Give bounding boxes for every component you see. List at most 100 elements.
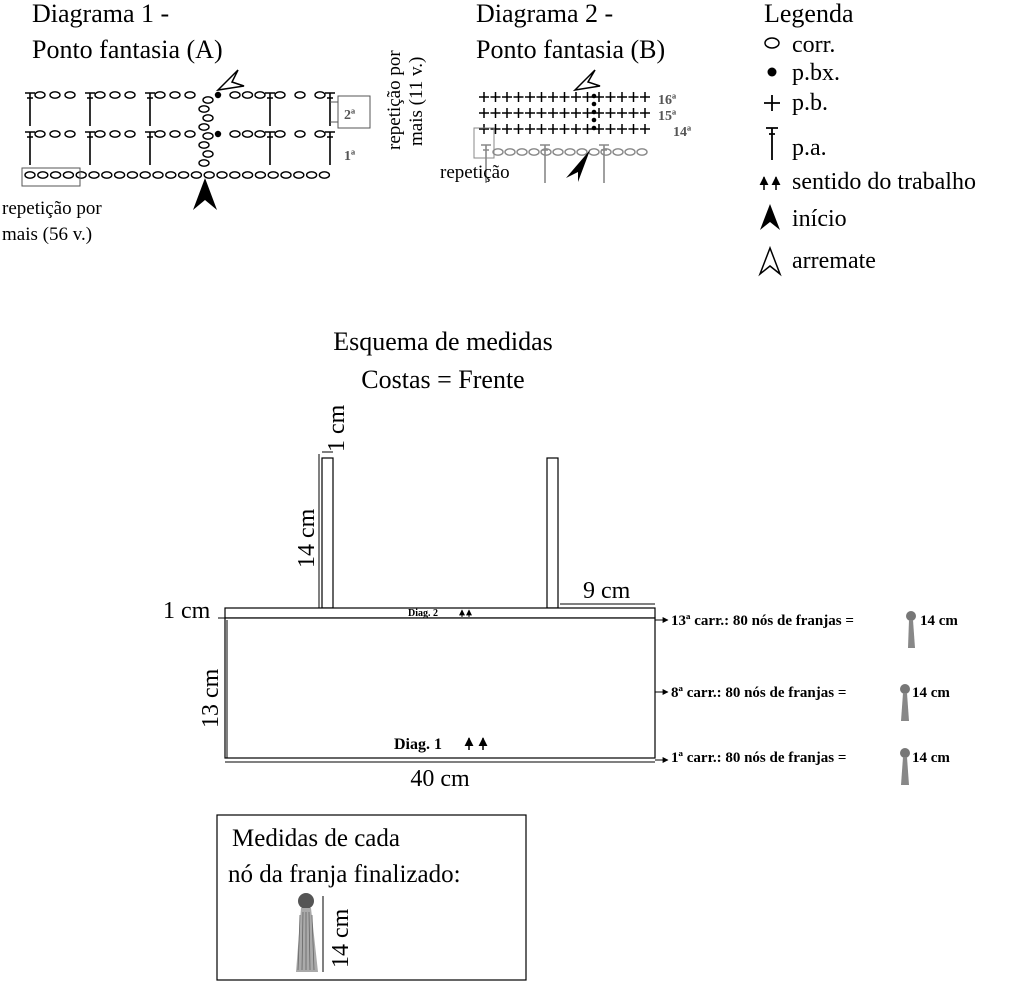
fringe-row-13: 13ª carr.: 80 nós de franjas = 14 cm bbox=[655, 611, 958, 648]
chain-symbol bbox=[94, 130, 106, 138]
diagram-2-repeat-box bbox=[473, 127, 495, 159]
diag-2-direction-icon bbox=[459, 609, 472, 617]
chain-symbol bbox=[169, 91, 181, 99]
start-icon bbox=[760, 204, 780, 230]
right-strap bbox=[546, 457, 559, 609]
chain-symbol bbox=[318, 171, 331, 179]
fringe-row-13-label: 13ª carr.: 80 nós de franjas = bbox=[671, 613, 854, 629]
slip-stitch-symbol bbox=[591, 109, 597, 115]
slip-stitch-symbol bbox=[591, 101, 597, 107]
fringe-row-8-length: 14 cm bbox=[912, 685, 950, 701]
single-crochet-symbol bbox=[536, 108, 547, 118]
diag-1-label: Diag. 1 bbox=[394, 736, 442, 753]
diagram-2-row-15-label: 15ª bbox=[658, 109, 677, 124]
chain-symbol bbox=[280, 171, 292, 179]
body-width-label: 40 cm bbox=[410, 766, 470, 792]
single-crochet-symbol bbox=[640, 108, 650, 118]
chain-symbol bbox=[154, 130, 166, 138]
strap-offset-label: 9 cm bbox=[583, 578, 631, 604]
slip-stitch-symbol bbox=[214, 130, 222, 138]
chain-symbol bbox=[24, 171, 36, 179]
chain-symbol bbox=[576, 148, 588, 156]
chain-symbol bbox=[294, 91, 306, 99]
chain-symbol bbox=[154, 91, 166, 99]
legend-slip-stitch-label: p.bx. bbox=[792, 60, 840, 86]
chain-symbol bbox=[600, 148, 612, 156]
slip-stitch-symbol bbox=[214, 91, 222, 99]
legend-title: Legenda bbox=[764, 0, 854, 28]
double-crochet-symbol bbox=[85, 131, 95, 165]
single-crochet-symbol bbox=[628, 92, 639, 102]
single-crochet-symbol bbox=[536, 124, 547, 134]
chain-symbol bbox=[203, 171, 215, 179]
direction-arrows-icon bbox=[759, 176, 781, 190]
chain-symbol bbox=[184, 130, 196, 138]
slip-stitch-icon bbox=[767, 67, 777, 77]
chain-symbol bbox=[274, 130, 286, 138]
chain-symbol bbox=[198, 141, 210, 149]
single-crochet-symbol bbox=[502, 124, 512, 134]
single-crochet-symbol bbox=[559, 92, 570, 102]
chain-symbol bbox=[229, 171, 241, 179]
single-crochet-symbol bbox=[536, 92, 547, 102]
chain-symbol bbox=[75, 171, 87, 179]
chain-symbol bbox=[190, 171, 203, 179]
diagram-1-row-2 bbox=[25, 91, 335, 126]
chain-symbol bbox=[624, 148, 636, 156]
fringe-row-8: 8ª carr.: 80 nós de franjas = 14 cm bbox=[655, 684, 950, 721]
single-crochet-symbol bbox=[525, 124, 535, 134]
single-crochet-symbol bbox=[582, 92, 593, 102]
diagram-1: Diagrama 1 - Ponto fantasia (A) 2ª 1ª re… bbox=[2, 0, 427, 245]
legend: Legenda corr. p.bx. p.b. p.a. sentido do… bbox=[758, 0, 976, 277]
double-crochet-symbol bbox=[325, 92, 335, 126]
fringe-knot-icon bbox=[900, 748, 910, 785]
slip-stitch-symbol bbox=[591, 93, 597, 99]
double-crochet-icon bbox=[766, 127, 778, 160]
diagram-1-side-repeat-line1: repetição por bbox=[384, 50, 405, 150]
knot-box-line1: Medidas de cada bbox=[232, 825, 400, 852]
chain-symbol bbox=[216, 171, 228, 179]
chain-symbol bbox=[241, 171, 254, 179]
diagram-1-title-line2: Ponto fantasia (A) bbox=[32, 35, 223, 64]
single-crochet-symbol bbox=[559, 108, 570, 118]
diagram-1-finish-arrow bbox=[215, 69, 245, 92]
chain-symbol bbox=[165, 171, 177, 179]
chain-symbol bbox=[293, 171, 305, 179]
fringe-row-1-length: 14 cm bbox=[912, 750, 950, 766]
diagram-1-start-arrow bbox=[193, 178, 217, 210]
chain-symbol bbox=[202, 114, 214, 122]
chain-symbol bbox=[241, 91, 254, 99]
double-crochet-symbol bbox=[145, 92, 155, 126]
row-2-box bbox=[337, 95, 371, 129]
single-crochet-symbol bbox=[582, 108, 593, 118]
single-crochet-symbol bbox=[605, 92, 616, 102]
double-crochet-symbol bbox=[325, 131, 335, 165]
chain-symbol bbox=[314, 91, 326, 99]
double-crochet-symbol bbox=[265, 131, 275, 165]
chain-symbol bbox=[101, 171, 113, 179]
chain-symbol bbox=[254, 171, 267, 179]
chain-symbol bbox=[564, 148, 576, 156]
chain-symbol bbox=[124, 91, 136, 99]
double-crochet-symbol bbox=[25, 131, 35, 165]
measurement-schema: Esquema de medidas Costas = Frente 1 cm … bbox=[163, 327, 958, 792]
double-crochet-symbol bbox=[599, 144, 609, 183]
single-crochet-symbol bbox=[571, 92, 581, 102]
bottom-repeat-box bbox=[21, 167, 81, 187]
chain-symbol bbox=[202, 96, 214, 104]
chain-symbol bbox=[202, 150, 214, 158]
row-2-bracket bbox=[330, 101, 338, 123]
single-crochet-symbol bbox=[548, 124, 558, 134]
diagram-2-title-line1: Diagrama 2 - bbox=[476, 0, 613, 28]
single-crochet-symbol bbox=[559, 124, 570, 134]
single-crochet-icon bbox=[764, 95, 780, 111]
chain-symbol bbox=[177, 171, 190, 179]
chain-symbol bbox=[184, 91, 196, 99]
legend-direction-label: sentido do trabalho bbox=[792, 169, 976, 195]
double-crochet-symbol bbox=[265, 92, 275, 126]
single-crochet-symbol bbox=[490, 108, 501, 118]
fringe-row-1: 1ª carr.: 80 nós de franjas = 14 cm bbox=[655, 748, 950, 785]
fringe-row-13-length: 14 cm bbox=[920, 613, 958, 629]
chain-symbol bbox=[274, 91, 286, 99]
